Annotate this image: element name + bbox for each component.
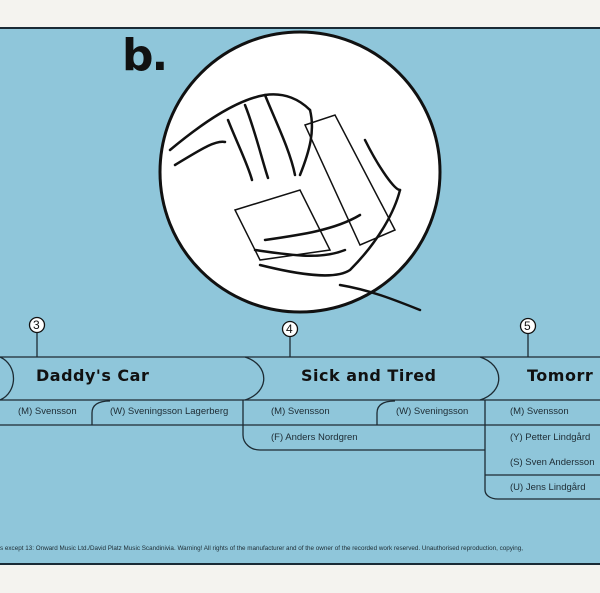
credit: (F) Anders Nordgren (271, 432, 358, 443)
credit: (M) Svensson (271, 406, 330, 417)
track-lines (0, 332, 600, 500)
track-number-circles (28, 316, 537, 338)
copyright-footer: s except 13: Onward Music Ltd./David Pla… (0, 545, 524, 552)
credit: (M) Svensson (18, 406, 77, 417)
track-5-number: 5 (524, 319, 531, 333)
credit: (W) Sveningsson (396, 406, 469, 417)
track-5-title: Tomorr (527, 366, 594, 385)
side-label: b. (122, 30, 168, 81)
credit: (Y) Petter Lindgård (510, 432, 591, 443)
credit: (U) Jens Lindgård (510, 482, 586, 493)
track-4-number: 4 (286, 322, 293, 336)
credit: (M) Svensson (510, 406, 569, 417)
credit: (S) Sven Andersson (510, 457, 595, 468)
track-4-title: Sick and Tired (301, 366, 437, 385)
track-3-title: Daddy's Car (36, 366, 150, 385)
credit: (W) Sveningsson Lagerberg (110, 406, 229, 417)
track-3-number: 3 (33, 318, 40, 332)
hands-illustration (158, 30, 442, 314)
